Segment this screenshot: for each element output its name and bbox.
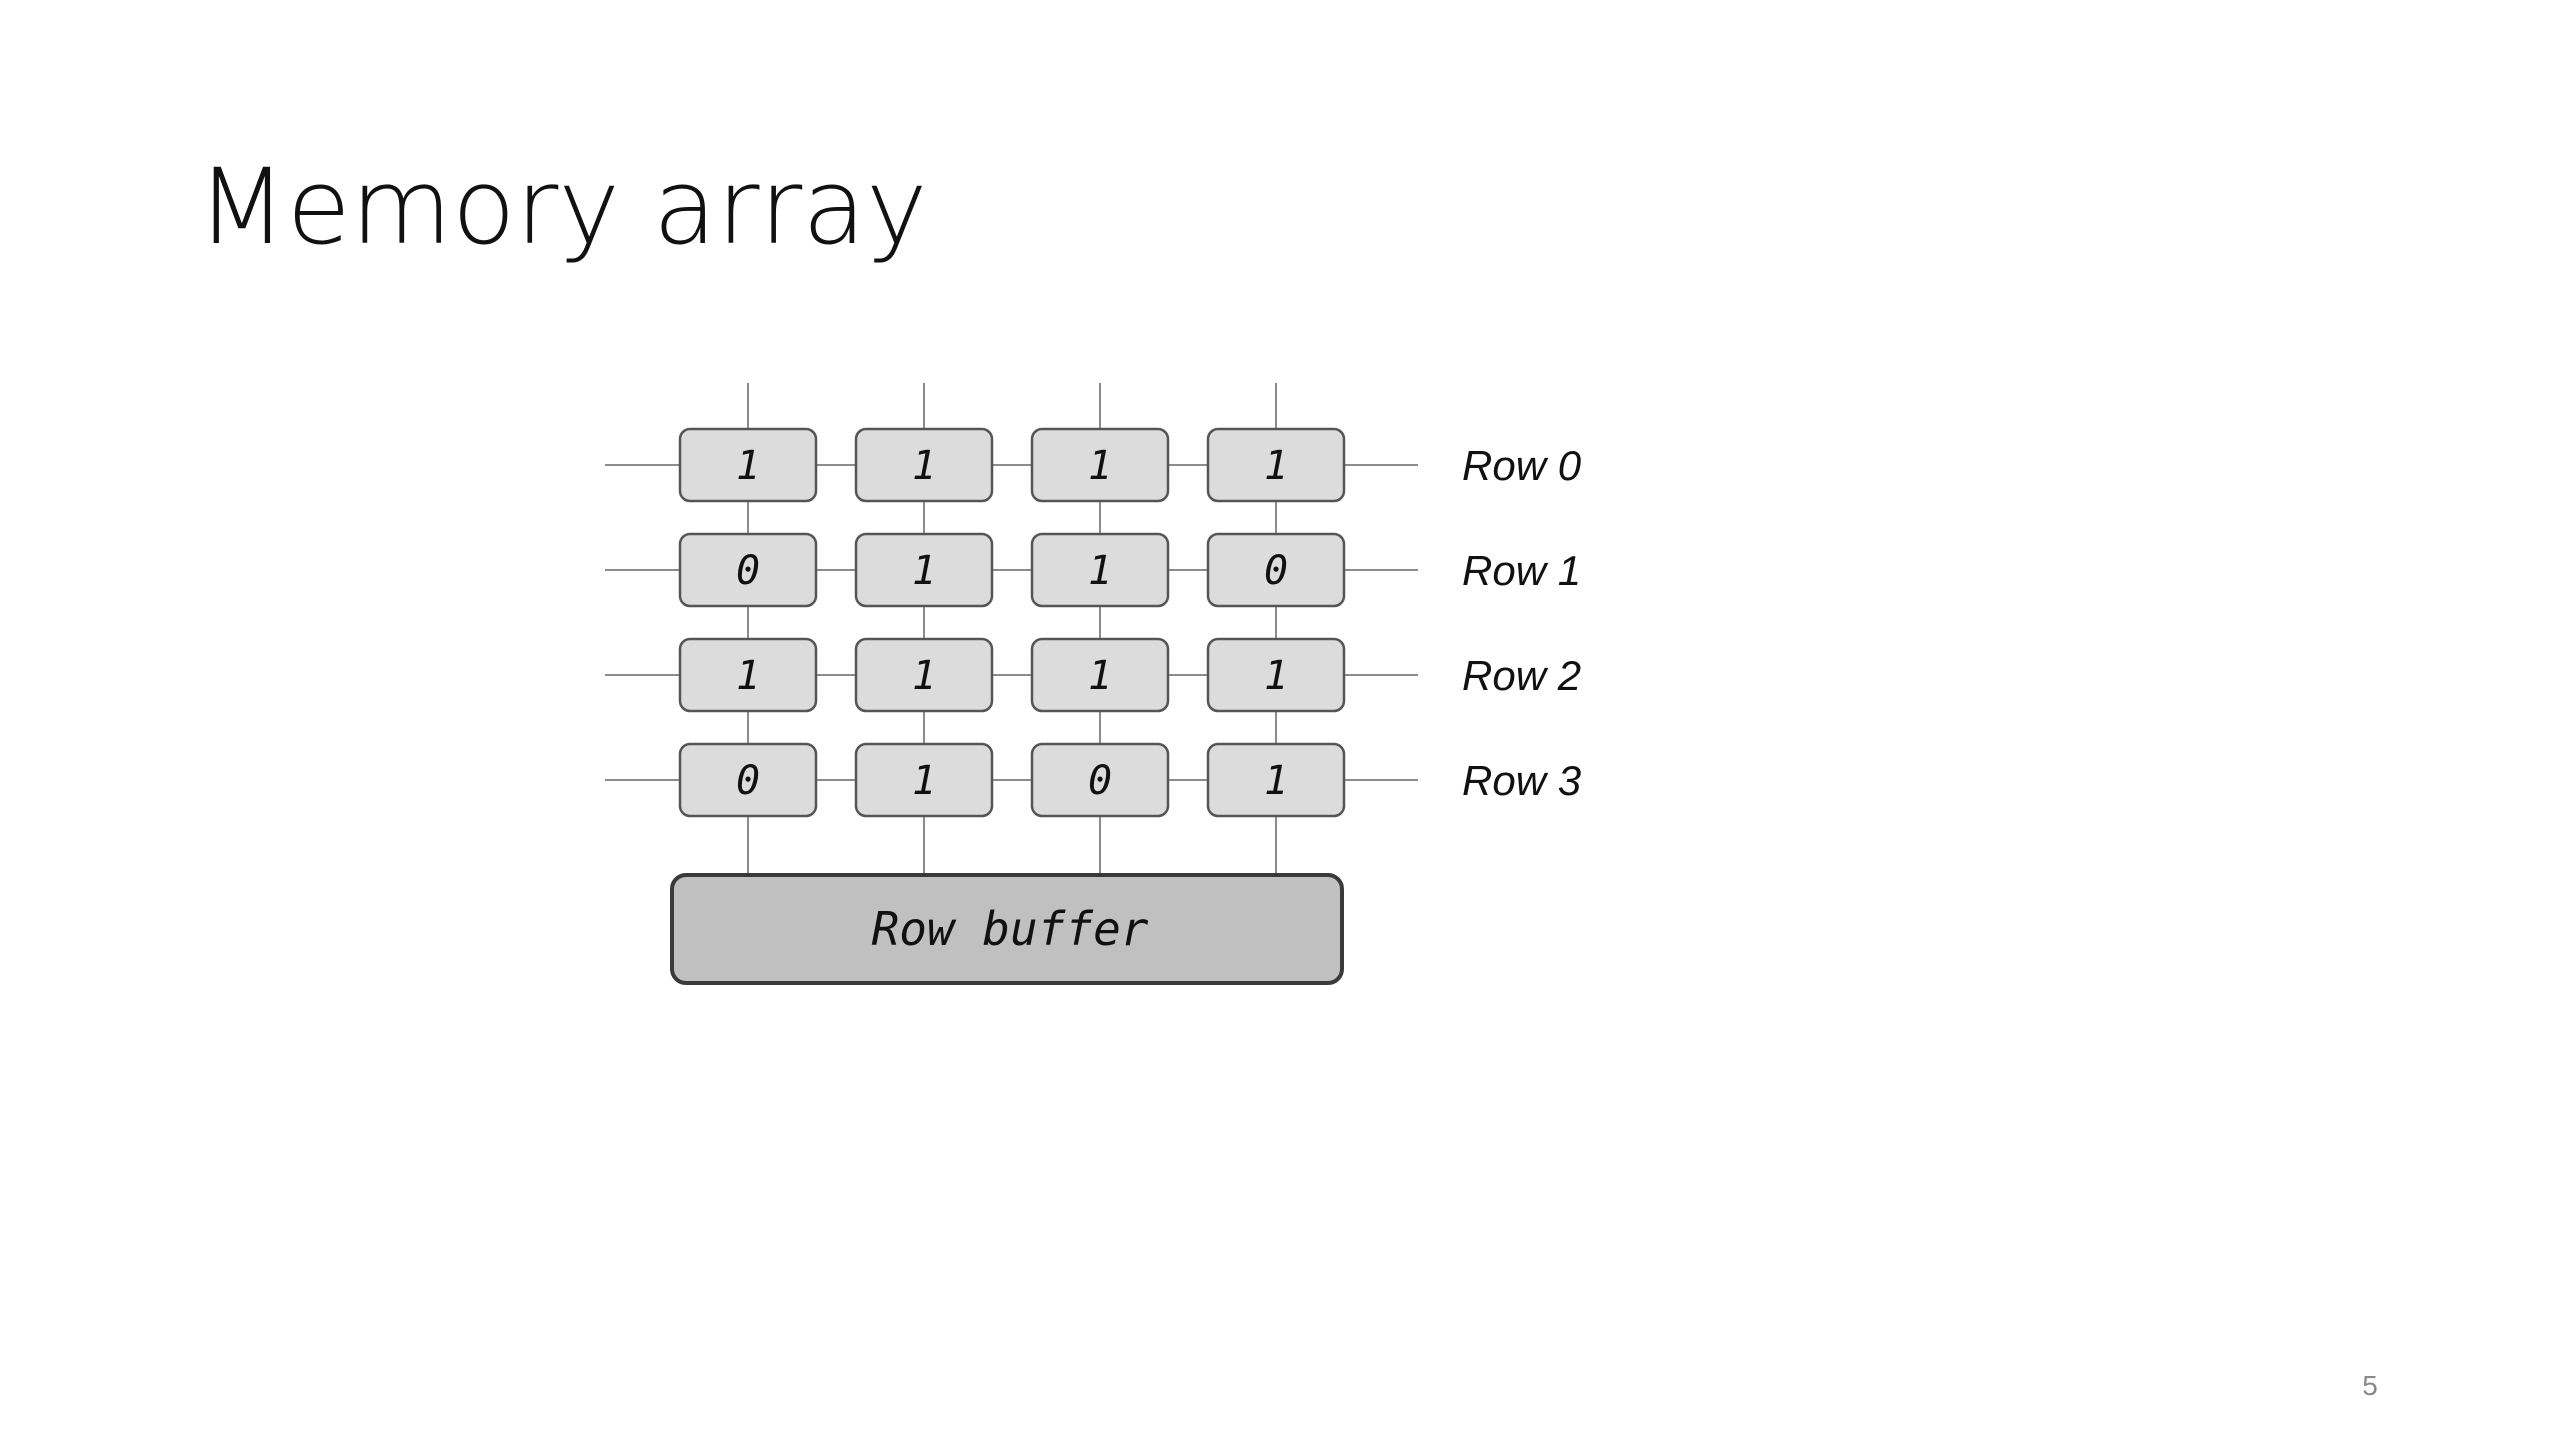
memory-cell-bit: 0	[736, 758, 760, 804]
memory-cell-box	[1030, 742, 1170, 818]
memory-cell-bit: 1	[1088, 548, 1112, 594]
memory-cell-box	[678, 532, 818, 608]
row-buffer-box	[670, 873, 1344, 985]
memory-cell-box	[1030, 532, 1170, 608]
memory-cell: 1	[854, 427, 994, 503]
memory-cell: 1	[1206, 637, 1346, 713]
memory-cell-bit: 1	[912, 443, 936, 489]
memory-cell-bit: 1	[736, 653, 760, 699]
memory-cell-bit: 1	[912, 548, 936, 594]
memory-cell-bit: 1	[1088, 443, 1112, 489]
memory-cell-box	[854, 742, 994, 818]
memory-cell: 0	[678, 532, 818, 608]
memory-cell-bit: 1	[912, 758, 936, 804]
memory-cell-bit: 1	[1264, 443, 1288, 489]
row-label: Row 2	[1462, 652, 1581, 699]
memory-cell-box	[1206, 532, 1346, 608]
memory-cell: 1	[1030, 427, 1170, 503]
memory-cell: 1	[1030, 532, 1170, 608]
memory-cell-box	[678, 742, 818, 818]
memory-cell-bit: 0	[1264, 548, 1288, 594]
row-labels: Row 0 Row 1 Row 2 Row 3	[1462, 442, 1582, 804]
page-number: 5	[2362, 1370, 2378, 1401]
memory-cell-bit: 1	[1088, 653, 1112, 699]
memory-cell-bit: 0	[736, 548, 760, 594]
row-buffer-label: Row buffer	[872, 902, 1149, 956]
memory-cell: 1	[678, 427, 818, 503]
memory-cell-box	[1030, 427, 1170, 503]
memory-cell-bit: 1	[1264, 653, 1288, 699]
memory-cell-box	[678, 637, 818, 713]
memory-cell-box	[854, 532, 994, 608]
memory-cell-bit: 0	[1088, 758, 1112, 804]
memory-cell: 1	[1206, 742, 1346, 818]
memory-cell-bit: 1	[912, 653, 936, 699]
memory-cell: 1	[1030, 637, 1170, 713]
memory-cell-box	[854, 427, 994, 503]
row-label: Row 3	[1462, 757, 1581, 804]
memory-cell: 1	[854, 637, 994, 713]
slide-title: Memory array	[197, 146, 928, 268]
memory-cell: 1	[854, 742, 994, 818]
memory-cell: 0	[1030, 742, 1170, 818]
memory-cell-box	[854, 637, 994, 713]
memory-cell-bit: 1	[736, 443, 760, 489]
row-buffer: Row buffer	[670, 873, 1344, 985]
row-label: Row 1	[1462, 547, 1581, 594]
memory-cell: 1	[854, 532, 994, 608]
memory-cells: 1 1 1 1 0 1 1 0 1 1 1 1 0 1 0 1	[678, 427, 1346, 818]
row-label: Row 0	[1462, 442, 1582, 489]
memory-cell: 1	[678, 637, 818, 713]
memory-cell: 0	[678, 742, 818, 818]
memory-cell-box	[1030, 637, 1170, 713]
memory-cell-box	[1206, 742, 1346, 818]
memory-cell-bit: 1	[1264, 758, 1288, 804]
memory-cell-box	[678, 427, 818, 503]
memory-cell-box	[1206, 637, 1346, 713]
memory-cell-box	[1206, 427, 1346, 503]
memory-cell: 0	[1206, 532, 1346, 608]
memory-cell: 1	[1206, 427, 1346, 503]
